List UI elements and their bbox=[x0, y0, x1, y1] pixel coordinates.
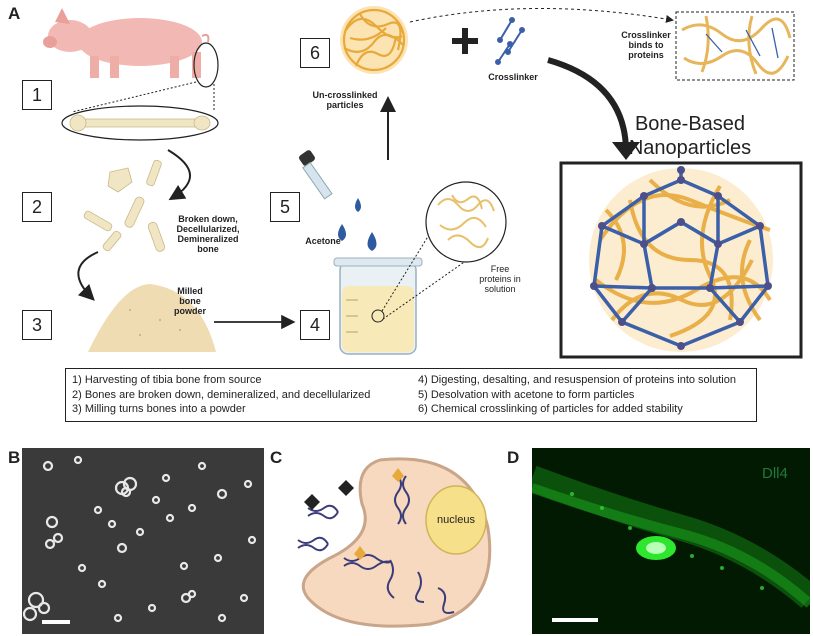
crosslink-network-icon bbox=[681, 15, 792, 75]
legend-item-3: 3) Milling turns bones into a powder bbox=[72, 403, 246, 415]
nucleus-label: nucleus bbox=[437, 514, 475, 526]
pig-icon bbox=[43, 8, 210, 78]
legend-item-6: 6) Chemical crosslinking of particles fo… bbox=[418, 403, 683, 415]
step-box-6: 6 bbox=[300, 38, 330, 68]
step-box-5: 5 bbox=[270, 192, 300, 222]
nanoparticle-circles bbox=[22, 455, 257, 623]
dashed-arrow-to-crosslink bbox=[409, 7, 674, 23]
workflow-illustration bbox=[43, 6, 803, 359]
zoom-line-left bbox=[71, 81, 197, 113]
panel-c-cell-illustration: nucleus bbox=[297, 457, 492, 628]
bone-based-nanoparticles-title: Bone-Based Nanoparticles bbox=[628, 113, 752, 159]
scale-bar-d bbox=[552, 618, 598, 622]
beaker-icon bbox=[333, 257, 423, 355]
nanoparticle-markers-black bbox=[304, 480, 354, 510]
step-box-1: 1 bbox=[22, 80, 52, 110]
crosslinker-binds-label: Crosslinker binds to proteins bbox=[621, 30, 671, 60]
big-arrow-to-nanoparticle bbox=[547, 57, 629, 151]
crosslink-inset-box bbox=[675, 11, 795, 81]
nucleus-shape bbox=[425, 485, 487, 555]
tibia-bone-icon bbox=[69, 114, 211, 132]
panel-letter-c: C bbox=[270, 448, 283, 467]
dropper-icon bbox=[299, 150, 333, 200]
step-box-3: 3 bbox=[22, 310, 52, 340]
nanoparticle-markers-orange bbox=[354, 468, 404, 560]
panel-d-fluorescence-image: Dll4 bbox=[532, 448, 810, 634]
leg-highlight-ring bbox=[193, 42, 219, 88]
dna-helix-icons bbox=[297, 475, 455, 614]
panel-letter-a: A bbox=[8, 4, 21, 23]
bone-fragments-icon bbox=[83, 159, 166, 252]
step-box-2: 2 bbox=[22, 192, 52, 222]
panel-letter-d: D bbox=[507, 448, 520, 467]
legend-item-5: 5) Desolvation with acetone to form part… bbox=[418, 388, 635, 401]
acetone-drops-icon bbox=[338, 198, 377, 251]
crosslinker-icon bbox=[495, 17, 525, 65]
arrow-2-to-3 bbox=[77, 251, 99, 301]
step-box-4: 4 bbox=[300, 310, 330, 340]
acetone-label: Acetone bbox=[305, 236, 341, 246]
zoom-line-beaker-bottom bbox=[382, 257, 471, 320]
scale-bar-b bbox=[42, 620, 70, 624]
broken-down-label: Broken down, Decellularized, Demineraliz… bbox=[176, 214, 240, 254]
legend-item-1: 1) Harvesting of tibia bone from source bbox=[72, 374, 262, 386]
legend-item-4: 4) Digesting, desalting, and resuspensio… bbox=[418, 374, 736, 386]
legend-right-column: 4) Digesting, desalting, and resuspensio… bbox=[418, 373, 736, 417]
arrow-1-to-2 bbox=[167, 149, 191, 201]
uncrosslinked-particle-icon bbox=[340, 6, 408, 74]
bone-powder-icon bbox=[88, 284, 216, 352]
plus-icon bbox=[452, 28, 478, 54]
nanoparticle-sphere-icon bbox=[589, 166, 773, 352]
free-proteins-label: Free proteins in solution bbox=[479, 264, 521, 294]
panel-b-micrograph bbox=[22, 448, 264, 634]
legend-left-column: 1) Harvesting of tibia bone from source … bbox=[72, 373, 370, 417]
free-protein-strands bbox=[437, 194, 495, 249]
zoom-circle-small bbox=[371, 309, 385, 323]
steps-legend-box: 1) Harvesting of tibia bone from source … bbox=[65, 368, 757, 422]
uncrosslinked-label: Un-crosslinked particles bbox=[312, 90, 378, 110]
legend-item-2: 2) Bones are broken down, demineralized,… bbox=[72, 388, 371, 401]
dll4-label: Dll4 bbox=[762, 465, 788, 482]
panel-letter-b: B bbox=[8, 448, 21, 467]
big-arrow-head bbox=[612, 142, 640, 160]
crosslinker-label: Crosslinker bbox=[488, 72, 538, 82]
milled-powder-label: Milled bone powder bbox=[173, 286, 206, 316]
